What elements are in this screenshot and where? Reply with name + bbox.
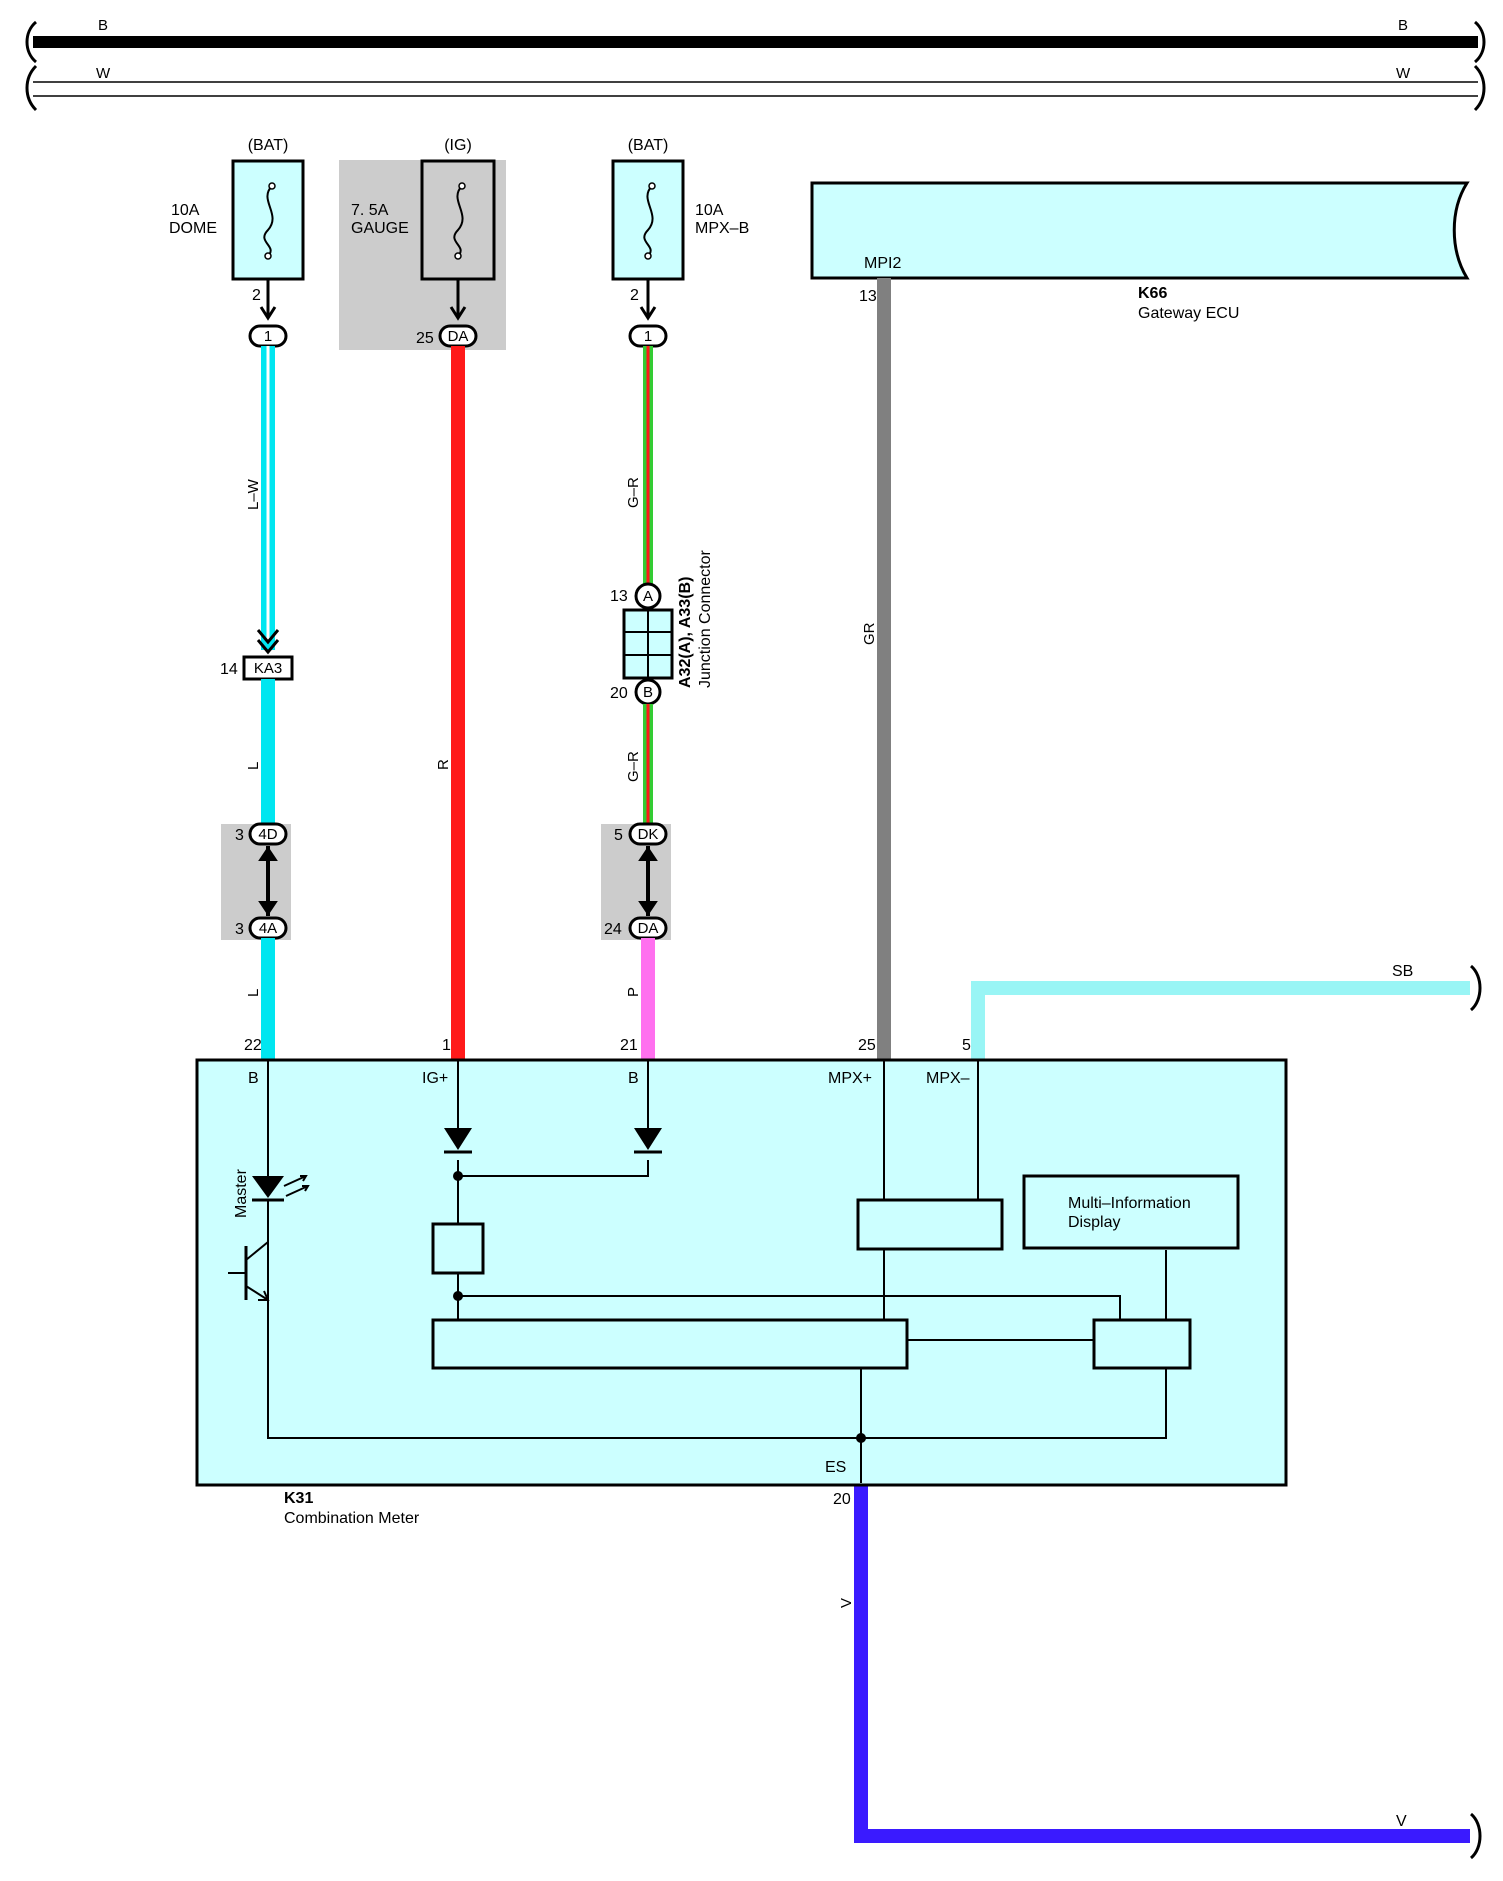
wire-sb: SB — [971, 963, 1482, 1060]
wire-v-right-label: V — [1396, 1813, 1407, 1830]
wire-gauge-red: R — [435, 346, 465, 1060]
bus-b-right-label: B — [1398, 17, 1408, 34]
junction-pin-a: 13 — [610, 588, 628, 605]
meter-pin-1: 1 — [442, 1037, 451, 1054]
j4a-label: 4A — [259, 920, 277, 937]
fuse-dome-rating: 10A — [171, 202, 200, 219]
meter-cpu-block — [431, 1318, 909, 1370]
wire-gr1-label: G–R — [625, 477, 642, 508]
meter-pin-25: 25 — [858, 1037, 876, 1054]
meter-pin-es: 20 — [833, 1491, 851, 1508]
meter-internal-circuit — [267, 1060, 1167, 1483]
meter-block-small — [431, 1222, 485, 1275]
master-led-icon — [252, 1175, 310, 1240]
node-dot-1 — [453, 1171, 463, 1181]
gateway-terminal: MPI2 — [864, 255, 901, 272]
diode-b — [634, 1128, 662, 1154]
fuse-gauge-pin: 25 — [416, 330, 434, 347]
dk-label: DK — [638, 826, 659, 843]
gateway-code: K66 — [1138, 285, 1167, 302]
fuse-dome-connector: 1 — [264, 328, 272, 345]
transistor-icon — [228, 1241, 270, 1301]
meter-term-mpx-plus: MPX+ — [828, 1070, 872, 1087]
node-dot-3 — [856, 1433, 866, 1443]
meter-term-b2: B — [628, 1070, 639, 1087]
meter-box — [195, 1058, 1288, 1487]
fuse-mpxb-pin: 2 — [630, 287, 639, 304]
ka3-pin: 14 — [220, 661, 238, 678]
ka3-label: KA3 — [254, 660, 282, 677]
wire-sb-label: SB — [1392, 963, 1413, 980]
mid-label-line1: Multi–Information — [1068, 1195, 1191, 1212]
meter-pin-22: 22 — [244, 1037, 262, 1054]
junction-label-b: B — [643, 684, 653, 701]
da-pin: 24 — [604, 921, 622, 938]
fuse-mpx-b: (BAT) 10A MPX–B 2 1 — [611, 137, 749, 348]
fuse-mpxb-symbol — [643, 185, 654, 257]
junction-name: Junction Connector — [697, 549, 714, 688]
wire-l2-label: L — [245, 989, 262, 997]
meter-term-b1: B — [248, 1070, 259, 1087]
fuse-mpxb-supply: (BAT) — [628, 137, 669, 154]
fuse-dome-name: DOME — [169, 220, 217, 237]
fuse-mpxb-name: MPX–B — [695, 220, 749, 237]
node-dot-2 — [453, 1291, 463, 1301]
wire-r-label: R — [435, 759, 452, 770]
meter-term-ig: IG+ — [422, 1070, 448, 1087]
master-label: Master — [233, 1168, 250, 1218]
wire-gray: GR — [861, 278, 891, 1060]
diode-ig — [444, 1128, 472, 1154]
meter-pin-21: 21 — [620, 1037, 638, 1054]
wire-v-label: V — [838, 1598, 855, 1608]
combination-meter: 22 1 21 25 5 B IG+ B MPX+ MPX– — [195, 1037, 1288, 1527]
da-label: DA — [638, 920, 659, 937]
junction-code: A32(A), A33(B) — [677, 577, 694, 688]
meter-pin-5: 5 — [962, 1037, 971, 1054]
meter-name: Combination Meter — [284, 1510, 420, 1527]
meter-term-mpx-minus: MPX– — [926, 1070, 970, 1087]
fuse-gauge-symbol — [453, 185, 464, 257]
wire-violet: V V — [838, 1483, 1482, 1860]
junction-label-a: A — [643, 588, 653, 605]
meter-display-driver-block — [1092, 1318, 1192, 1370]
fuse-gauge-connector: DA — [448, 328, 469, 345]
fuse-gauge: (IG) 7. 5A GAUGE 25 DA — [351, 137, 496, 348]
wire-mpxb-green: G–R 13 A 20 B A32(A), A33(B) Junction Co… — [604, 346, 714, 1060]
multi-information-display — [1022, 1174, 1240, 1250]
fuse-dome-pin: 2 — [252, 287, 261, 304]
fuse-mpxb-rating: 10A — [695, 202, 724, 219]
power-bus: B B W W — [25, 17, 1486, 112]
gateway-name: Gateway ECU — [1138, 305, 1239, 322]
fuse-dome-symbol — [263, 185, 274, 257]
wire-l1-label: L — [245, 762, 262, 770]
wire-dome-cyan: L–W 14 KA3 L 3 4D 3 4A L — [220, 346, 294, 1060]
wire-lw-label: L–W — [245, 478, 262, 510]
gateway-pin: 13 — [859, 288, 877, 305]
fuse-gauge-name: GAUGE — [351, 220, 409, 237]
gateway-ecu: MPI2 13 K66 Gateway ECU — [810, 181, 1470, 322]
dk-pin: 5 — [614, 827, 623, 844]
wire-gr2-label: G–R — [625, 751, 642, 782]
mid-label-line2: Display — [1068, 1214, 1120, 1231]
junction-pin-b: 20 — [610, 685, 628, 702]
bus-w-right-label: W — [1396, 65, 1411, 82]
fuse-dome: (BAT) 10A DOME 2 1 — [169, 137, 305, 348]
meter-code: K31 — [284, 1490, 313, 1507]
fuse-gauge-rating: 7. 5A — [351, 202, 389, 219]
j4a-pin: 3 — [235, 921, 244, 938]
fuse-dome-supply: (BAT) — [248, 137, 289, 154]
fuse-mpxb-connector: 1 — [644, 328, 652, 345]
fuse-gauge-supply: (IG) — [444, 137, 472, 154]
wire-gray-label: GR — [861, 622, 878, 645]
meter-mpx-interface-block — [856, 1198, 1004, 1251]
wire-p-label: P — [625, 987, 642, 997]
meter-term-es: ES — [825, 1459, 846, 1476]
bus-b-left-label: B — [98, 17, 108, 34]
j4d-pin: 3 — [235, 827, 244, 844]
bus-w-left-label: W — [96, 65, 111, 82]
j4d-label: 4D — [258, 826, 277, 843]
